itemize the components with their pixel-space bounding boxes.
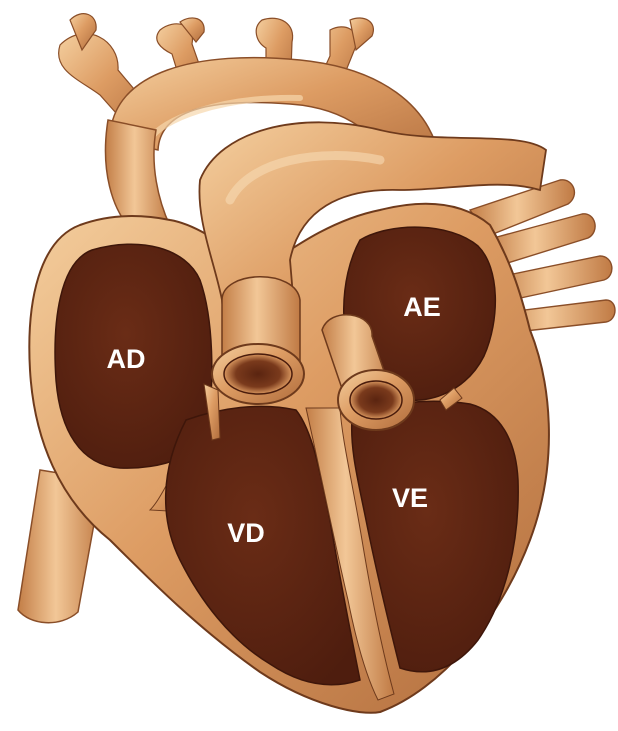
aortic-opening <box>212 277 304 404</box>
label-right-atrium: AD <box>107 344 146 374</box>
label-left-ventricle: VE <box>392 483 428 513</box>
label-right-ventricle: VD <box>227 518 265 548</box>
label-left-atrium: AE <box>403 292 441 322</box>
